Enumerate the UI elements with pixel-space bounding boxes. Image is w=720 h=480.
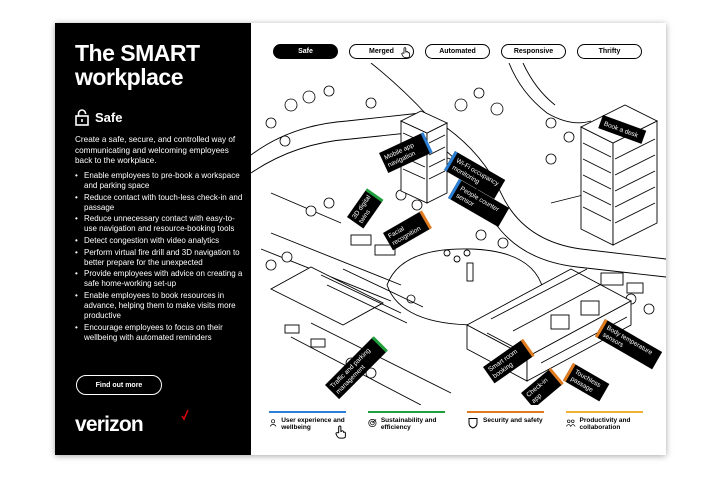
legend-item-user-experience[interactable]: User experience and wellbeing [269, 411, 346, 432]
list-item: Enable employees to pre-book a workspace… [75, 171, 245, 191]
list-item: Perform virtual fire drill and 3D naviga… [75, 248, 245, 268]
section-header: Safe [75, 109, 122, 126]
sidebar: The SMART workplace Safe Create a safe, … [55, 23, 251, 455]
list-item: Detect congestion with video analytics [75, 236, 245, 246]
list-item: Enable employees to book resources in ad… [75, 291, 245, 321]
tab-thrifty[interactable]: Thrifty [577, 44, 642, 59]
legend-item-sustainability[interactable]: Sustainability and efficiency [368, 411, 445, 432]
pointer-hand-icon [401, 47, 410, 58]
intro-text: Create a safe, secure, and controlled wa… [75, 135, 236, 166]
pointer-hand-icon [335, 425, 346, 439]
tab-automated[interactable]: Automated [425, 44, 490, 59]
lock-icon [75, 109, 89, 126]
section-label: Safe [95, 110, 123, 125]
verizon-logo: verizon [75, 413, 144, 436]
legend: User experience and wellbeing Sustainabi… [269, 411, 643, 432]
infographic-card: The SMART workplace Safe Create a safe, … [55, 23, 666, 455]
list-item: Reduce contact with touch-less check-in … [75, 193, 245, 213]
list-item: Encourage employees to focus on their we… [75, 323, 245, 343]
shield-icon [468, 418, 478, 429]
tab-responsive[interactable]: Responsive [501, 44, 566, 59]
tab-safe[interactable]: Safe [273, 44, 338, 59]
tab-merged[interactable]: Merged [349, 44, 414, 59]
legend-item-security[interactable]: Security and safety [467, 411, 544, 432]
legend-item-productivity[interactable]: Productivity and collaboration [566, 411, 643, 432]
target-icon [368, 418, 377, 428]
list-item: Provide employees with advice on creatin… [75, 269, 245, 289]
benefits-list: Enable employees to pre-book a workspace… [75, 171, 245, 345]
group-icon [566, 419, 576, 428]
tab-bar: Safe Merged Automated Responsive Thrifty [273, 44, 642, 59]
checkmark-icon [181, 409, 189, 421]
page-title: The SMART workplace [75, 40, 200, 90]
find-out-more-button[interactable]: Find out more [76, 375, 162, 395]
list-item: Reduce unnecessary contact with easy-to-… [75, 214, 245, 234]
workplace-map: Book a desk Mobile app navigation Wi-Fi … [251, 63, 666, 405]
people-icon [269, 419, 277, 427]
